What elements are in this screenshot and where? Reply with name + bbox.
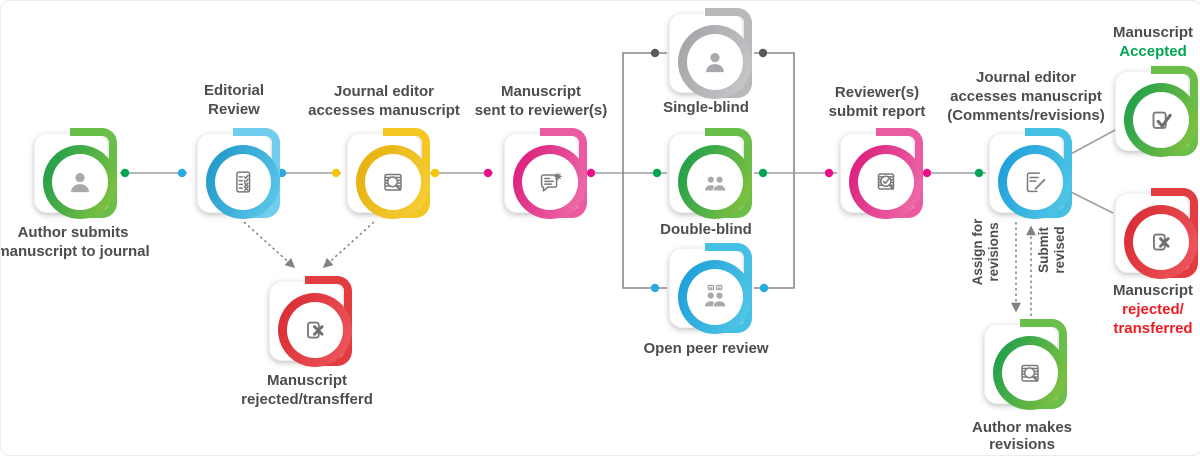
ring	[513, 145, 587, 219]
person-icon	[706, 53, 724, 73]
ring	[849, 145, 923, 219]
bracket-shape	[1151, 66, 1198, 156]
solid-connectors	[120, 52, 1118, 289]
label-editor-comments: Journal editor accesses manuscript (Comm…	[947, 69, 1105, 124]
node-accepted	[1115, 66, 1198, 156]
node-editor-accesses	[347, 128, 430, 218]
label-double-blind: Double-blind	[660, 221, 752, 238]
ring	[206, 145, 280, 219]
node-editor-comments	[989, 128, 1072, 218]
node-author-submits	[34, 128, 117, 218]
people-discussion-icon	[704, 284, 727, 308]
label-reviewers-report: Reviewer(s)submit report	[828, 84, 926, 120]
ring	[993, 336, 1067, 410]
ring	[43, 145, 117, 219]
bracket-shape	[70, 128, 117, 218]
dashed-connectors	[243, 221, 1036, 316]
node-open-peer-review	[669, 243, 752, 333]
node-author-revisions	[984, 319, 1067, 409]
bracket-shape	[1025, 128, 1072, 218]
checkbox-check-icon	[1152, 111, 1172, 129]
message-new-icon	[540, 172, 562, 192]
ring	[356, 145, 430, 219]
bracket-shape	[540, 128, 587, 218]
ring	[678, 25, 752, 99]
bracket-shape	[876, 128, 923, 218]
node-reviewers-report	[840, 128, 923, 218]
person-icon	[71, 173, 89, 193]
node-sent-to-reviewers	[504, 128, 587, 218]
review-check-icon	[877, 173, 895, 190]
search-document-icon	[384, 173, 402, 191]
edge-to-rejected	[1066, 189, 1114, 214]
bracket-shape	[705, 243, 752, 333]
bracket-shape	[1151, 188, 1198, 278]
edge-to-accepted	[1066, 128, 1118, 157]
node-double-blind	[669, 128, 752, 218]
ring	[678, 260, 752, 334]
people-icon	[704, 175, 727, 192]
label-rejected-final: Manuscript rejected/ transferred	[1112, 282, 1193, 337]
node-rejected-early	[269, 276, 352, 366]
node-editorial-review	[197, 128, 280, 218]
bracket-shape	[1020, 319, 1067, 409]
edge-editor-reject	[322, 221, 375, 268]
ring	[998, 145, 1072, 219]
bracket-shape	[705, 8, 752, 98]
label-single-blind: Single-blind	[663, 99, 749, 116]
ring	[678, 145, 752, 219]
node-rejected-final	[1115, 188, 1198, 278]
node-single-blind	[669, 8, 752, 98]
bracket-shape	[233, 128, 280, 218]
label-open-peer-review: Open peer review	[643, 340, 769, 357]
connector-dots	[120, 48, 984, 293]
bracket-shape	[705, 128, 752, 218]
bracket-shape	[383, 128, 430, 218]
edit-document-icon	[1026, 172, 1047, 193]
ring	[1124, 83, 1198, 157]
search-document-icon	[1021, 364, 1039, 382]
ring	[278, 293, 352, 367]
edge-editorial-reject	[243, 221, 296, 268]
reject-document-icon	[1153, 233, 1170, 251]
checklist-icon	[236, 171, 251, 193]
reject-document-icon	[307, 321, 324, 339]
bracket-shape	[305, 276, 352, 366]
ring	[1124, 205, 1198, 279]
label-accepted: Manuscript Accepted	[1112, 24, 1193, 60]
